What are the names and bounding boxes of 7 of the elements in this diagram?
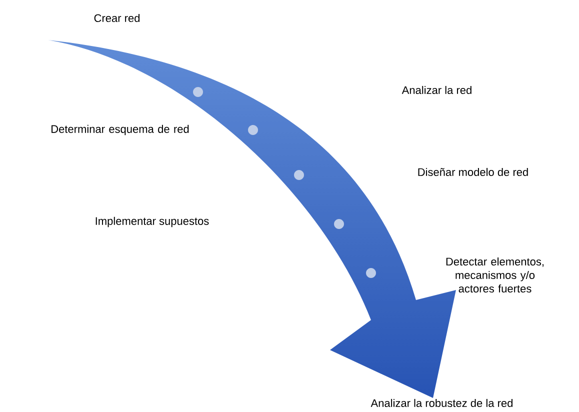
step-label: Implementar supuestos	[96, 216, 209, 228]
step-label: Detectar elementos, mecanismos y/o actores fuertes	[446, 257, 544, 293]
step-label: Analizar la red	[402, 86, 472, 94]
step-label: Analizar la robustez de la red	[370, 398, 512, 408]
step-label: Diseñar modelo de red	[418, 168, 528, 176]
step-label: Determinar esquema de red	[52, 124, 189, 136]
step-label: Crear red	[94, 14, 140, 22]
